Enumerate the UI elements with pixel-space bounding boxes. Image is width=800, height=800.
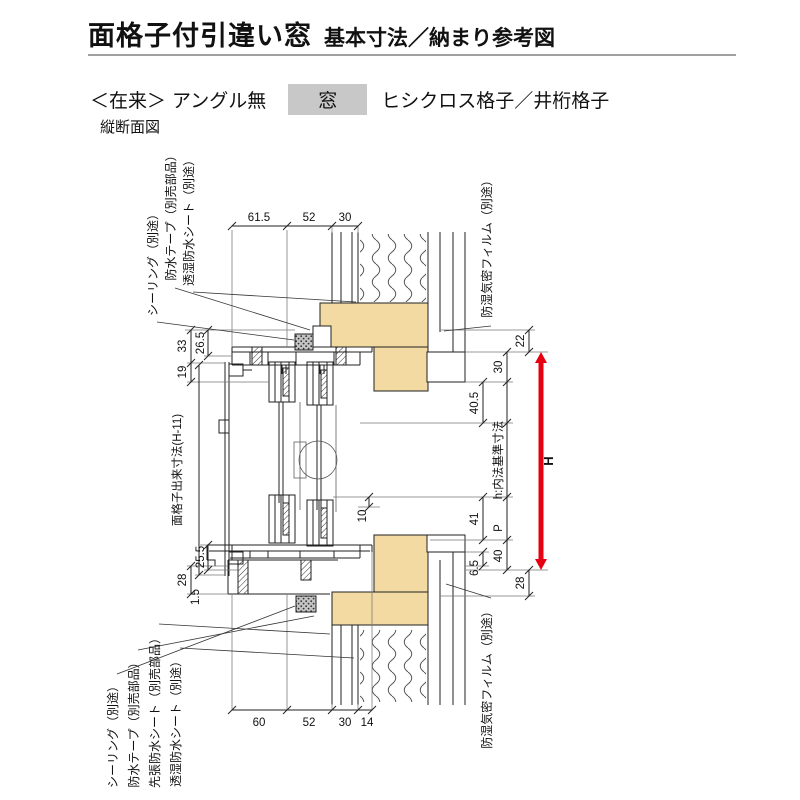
dim-right-22: 22	[515, 335, 527, 348]
dim-top-1: 52	[303, 212, 316, 224]
interior-casing	[426, 351, 466, 553]
dim-left-25-5: 25.5	[195, 546, 207, 568]
wood-sill-beam	[331, 591, 429, 626]
sealing-beads	[294, 325, 332, 613]
dim-left-28: 28	[177, 574, 189, 587]
dim-left-1-5: 1.5	[190, 589, 202, 605]
dim-right-41: 41	[469, 513, 481, 526]
dim-right-6-5: 6.5	[469, 560, 481, 576]
spec-angle: アングル無	[172, 91, 267, 112]
callout-waterproof-tape-bottom: 防水テープ（別売部品）	[126, 656, 141, 787]
spec-row: ＜在来＞ アングル無 窓 ヒシクロス格子／井桁格子	[90, 84, 609, 115]
callout-breathable-sheet-top: 透湿防水シート（別途）	[181, 154, 196, 286]
dim-bottom-0: 60	[253, 717, 266, 729]
dim-right-30: 30	[493, 361, 505, 374]
callout-waterproof-tape-top: 防水テープ（別売部品）	[163, 149, 178, 280]
wood-framing	[319, 302, 429, 626]
spec-variant: ＜在来＞	[90, 91, 167, 112]
callout-pre-applied-sheet-bottom: 先張防水シート（別売部品）	[147, 632, 162, 788]
dim-right-40-5: 40.5	[469, 392, 481, 414]
dim-lattice-height: 面格子出来寸法(H-11)	[170, 414, 184, 526]
wood-sill-trim	[373, 534, 429, 593]
dim-top-0: 61.5	[248, 212, 270, 224]
window-head-frame	[231, 346, 374, 374]
dim-right-40: 40	[493, 550, 505, 563]
insulation-batt	[360, 234, 426, 702]
dim-right-10: 10	[357, 510, 369, 523]
sliding-sashes	[268, 361, 338, 547]
dim-top-2: 30	[339, 212, 352, 224]
window-badge: 窓	[288, 84, 368, 115]
dim-left-19: 19	[177, 366, 189, 379]
callout-sealing-bottom: シーリング（別途）	[105, 680, 120, 788]
dim-bottom-1: 52	[303, 717, 316, 729]
leader-lines	[116, 287, 492, 675]
wall-structure	[331, 232, 466, 705]
page-title-row: 面格子付引違い窓基本寸法／納まり参考図	[88, 14, 555, 53]
callout-vapor-film-bottom: 防湿気密フィルム（別途）	[479, 605, 494, 749]
callout-vapor-film-top: 防湿気密フィルム（別途）	[479, 174, 494, 318]
dim-right-H: H	[541, 456, 556, 465]
dim-bottom-3: 14	[361, 717, 374, 729]
title-divider	[88, 54, 736, 56]
wood-head-beam	[319, 302, 429, 348]
page-subtitle: 基本寸法／納まり参考図	[324, 27, 555, 50]
callout-breathable-sheet-bottom: 透湿防水シート（別途）	[168, 655, 183, 787]
callout-sealing-top: シーリング（別途）	[145, 208, 160, 316]
height-arrow	[535, 352, 547, 570]
dim-left-26-5: 26.5	[195, 332, 207, 354]
dim-bottom-2: 30	[339, 717, 352, 729]
dim-left-33: 33	[177, 340, 189, 353]
dim-right-28: 28	[515, 577, 527, 590]
dim-right-p: P	[493, 524, 505, 532]
wood-head-trim	[373, 346, 429, 392]
page-title: 面格子付引違い窓	[88, 21, 312, 51]
spec-lattice: ヒシクロス格子／井桁格子	[381, 91, 610, 112]
dim-right-h: h:内法基準寸法	[491, 421, 505, 500]
face-lattice	[218, 362, 252, 576]
section-label: 縦断面図	[100, 119, 161, 136]
dimension-lines	[186, 221, 534, 715]
